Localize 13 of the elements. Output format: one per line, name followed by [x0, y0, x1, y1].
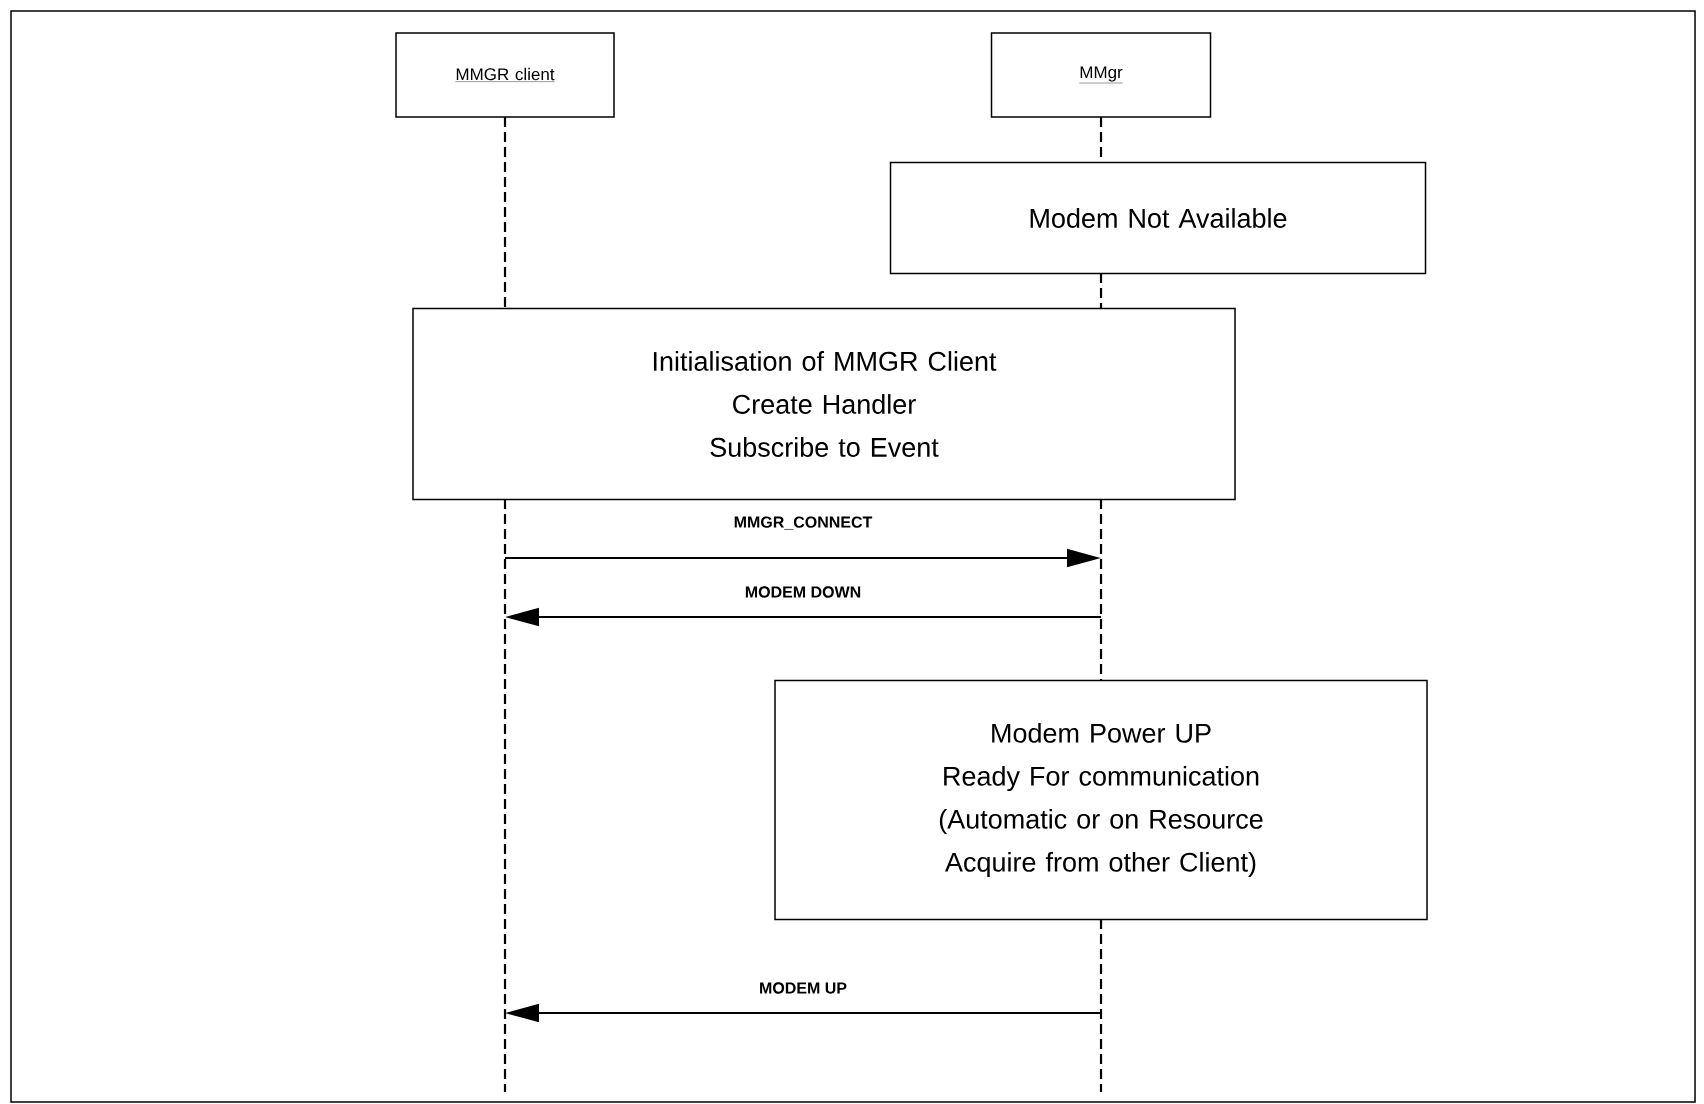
lifeline: [503, 117, 507, 309]
process-box: Initialisation of MMGR Client Create Handler Subscribe to Event: [412, 307, 1236, 501]
process-box: Modem Power UP Ready For communication (Automatic or on Resource Acquire from other Client): [774, 679, 1428, 921]
lifeline-header: MMGR client: [395, 32, 615, 118]
process-box: Modem Not Available: [889, 161, 1427, 275]
edge-label: MODEM DOWN: [745, 586, 861, 598]
lifeline: [1099, 273, 1103, 309]
lifeline: [1099, 919, 1103, 1092]
lifeline-header: MMgr: [990, 32, 1212, 118]
lifeline: [503, 499, 507, 1092]
edge-label: MMGR_CONNECT: [734, 516, 873, 530]
edge-label: MODEM UP: [760, 982, 847, 994]
lifeline: [1099, 499, 1103, 681]
